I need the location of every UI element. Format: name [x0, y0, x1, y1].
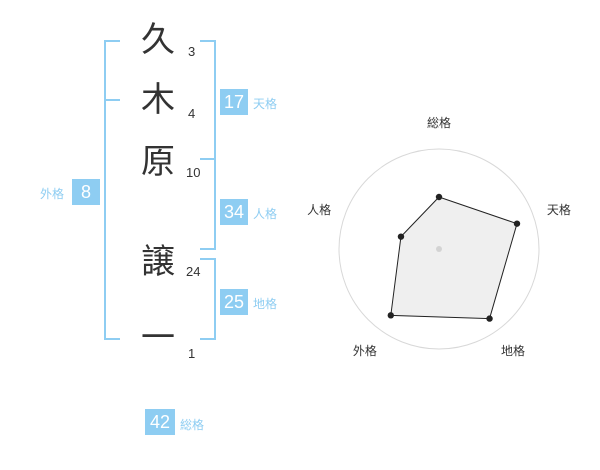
radar-point-3: [486, 315, 493, 322]
soukaku-label: 総格: [180, 418, 205, 432]
name-char-4: 譲: [141, 242, 175, 282]
gaikaku-label: 外格: [40, 187, 65, 201]
radar-axis-label-5: 人格: [307, 202, 331, 217]
stroke-count-1: 3: [188, 44, 196, 59]
radar-data-points: [387, 193, 521, 322]
stroke-count-5: 1: [188, 346, 196, 361]
radar-center: [436, 246, 442, 252]
name-char-3: 原: [141, 142, 175, 182]
tenkaku-value: 17: [220, 89, 248, 115]
jinkaku-label: 人格: [253, 207, 278, 221]
tenkaku-label: 天格: [253, 97, 278, 111]
stroke-count-4: 24: [186, 264, 201, 279]
soukaku-value: 42: [145, 409, 175, 435]
jinkaku-value: 34: [220, 199, 248, 225]
radar-data-polygon: [390, 196, 518, 320]
chikaku-bracket: [200, 258, 216, 340]
name-char-1: 久: [141, 20, 175, 60]
name-char-5: 一: [141, 318, 175, 358]
gaikaku-value: 8: [72, 179, 100, 205]
radar-axis-label-3: 地格: [501, 343, 525, 358]
radar-point-2: [513, 220, 521, 227]
radar-point-5: [397, 233, 405, 240]
jinkaku-bracket: [200, 158, 216, 250]
radar-axis-label-4: 外格: [353, 343, 377, 358]
gaikaku-bracket: [104, 40, 120, 340]
radar-axis-label-1: 総格: [427, 115, 451, 130]
radar-point-1: [435, 193, 443, 201]
chikaku-label: 地格: [253, 297, 278, 311]
stroke-count-2: 4: [188, 106, 196, 121]
radar-point-4: [387, 312, 395, 319]
radar-axis-label-2: 天格: [547, 202, 571, 217]
gaikaku-tick: [104, 99, 120, 101]
stroke-count-3: 10: [186, 165, 201, 180]
name-char-2: 木: [141, 80, 175, 120]
chikaku-value: 25: [220, 289, 248, 315]
